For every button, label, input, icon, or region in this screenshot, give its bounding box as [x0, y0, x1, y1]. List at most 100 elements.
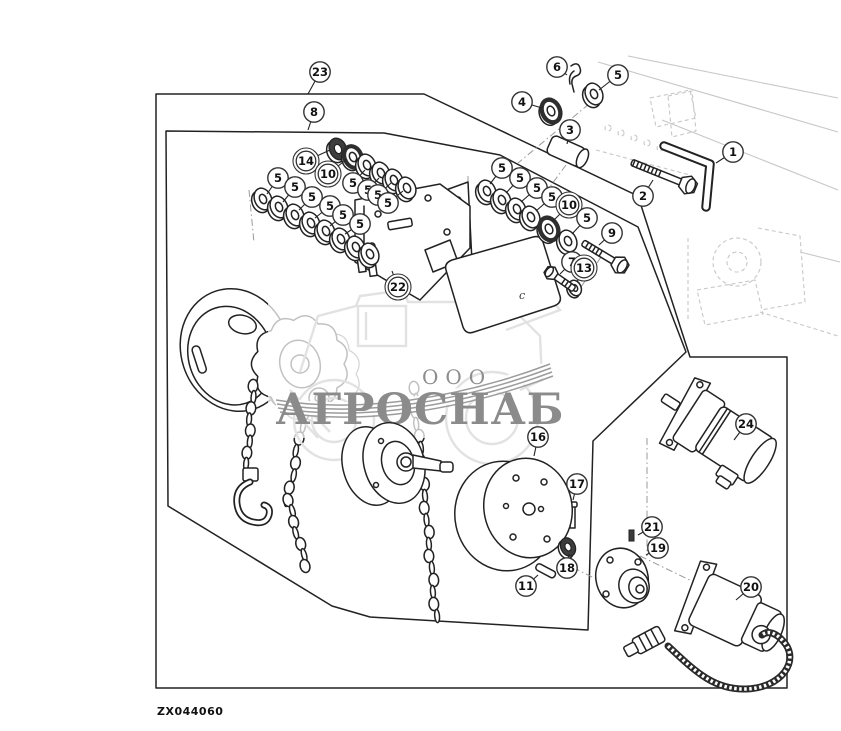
electric-motor-20	[673, 560, 786, 652]
callout-22[interactable]: 22	[384, 270, 412, 301]
callout-number: 13	[576, 261, 592, 275]
callout-number: 6	[553, 60, 561, 74]
cotter-pin	[568, 63, 582, 93]
callout-18[interactable]: 18	[556, 553, 578, 579]
callout-number: 20	[743, 580, 759, 594]
callout-number: 17	[569, 477, 585, 491]
callout-number: 5	[308, 190, 316, 204]
callout-number: 5	[291, 180, 299, 194]
callout-20[interactable]: 20	[735, 576, 762, 601]
callout-number: 10	[561, 198, 577, 212]
callout-5[interactable]: 5	[571, 207, 598, 235]
callout-number: 1	[729, 145, 737, 159]
callout-5[interactable]: 5	[598, 64, 629, 91]
washer	[581, 82, 604, 109]
callout-5[interactable]: 5	[298, 186, 323, 211]
frames	[155, 93, 788, 689]
pin-11	[535, 563, 557, 579]
callout-number: 19	[650, 541, 666, 555]
cable-connector	[623, 625, 666, 658]
callout-number: 16	[530, 430, 546, 444]
winch-drum	[454, 457, 574, 572]
callout-16[interactable]: 16	[527, 426, 549, 457]
spacer-cylinder	[546, 135, 590, 169]
callout-number: 10	[320, 167, 336, 181]
washer	[538, 97, 563, 127]
callout-1[interactable]: 1	[715, 141, 744, 164]
washer	[325, 137, 348, 164]
callout-3[interactable]: 3	[559, 119, 581, 145]
callout-14[interactable]: 14	[292, 147, 331, 175]
watermark-name: АГРОСНАБ	[275, 385, 564, 435]
pin-21	[628, 529, 635, 542]
callout-number: 5	[374, 188, 382, 202]
callout-number: 2	[639, 189, 647, 203]
callout-5[interactable]: 5	[266, 167, 289, 195]
callout-number: 5	[583, 211, 591, 225]
callout-number: 5	[356, 217, 364, 231]
callout-number: 5	[349, 176, 357, 190]
callout-5[interactable]: 5	[329, 204, 354, 227]
callout-10[interactable]: 10	[314, 158, 348, 188]
hub-flange-19	[594, 547, 650, 609]
callout-24[interactable]: 24	[733, 413, 757, 441]
callout-number: 5	[326, 199, 334, 213]
inner-frame	[165, 130, 687, 631]
callout-5[interactable]: 5	[377, 190, 404, 214]
callout-number: 22	[390, 280, 406, 294]
callout-number: 18	[559, 561, 575, 575]
callout-number: 9	[608, 226, 616, 240]
callout-8[interactable]: 8	[303, 101, 325, 131]
callout-10[interactable]: 10	[552, 191, 583, 222]
bolt	[543, 265, 576, 292]
callout-number: 4	[518, 95, 526, 109]
callout-4[interactable]: 4	[511, 91, 543, 113]
callout-6[interactable]: 6	[546, 56, 568, 78]
hub-assembly	[341, 421, 454, 506]
section-marker: c	[519, 289, 525, 302]
cover-plate	[424, 235, 562, 334]
callout-number: 5	[533, 181, 541, 195]
callout-21[interactable]: 21	[637, 516, 663, 538]
callout-number: 5	[548, 190, 556, 204]
callout-5[interactable]: 5	[282, 176, 306, 203]
swoosh-lines	[275, 363, 554, 418]
washer	[557, 537, 577, 560]
callout-5[interactable]: 5	[489, 157, 513, 185]
washer	[536, 215, 561, 245]
callout-number: 5	[274, 171, 282, 185]
callout-11[interactable]: 11	[515, 574, 539, 597]
callout-layer: 2381410555555555565432155551059713221617…	[266, 56, 762, 601]
washer	[394, 176, 417, 203]
washer	[357, 242, 380, 269]
callout-number: 5	[384, 196, 392, 210]
bolt	[630, 159, 699, 195]
callout-number: 3	[566, 123, 574, 137]
callout-number: 23	[312, 65, 328, 79]
callout-number: 5	[498, 161, 506, 175]
reference-machine-art	[595, 55, 841, 337]
callout-number: 11	[518, 579, 534, 593]
callout-number: 5	[364, 183, 372, 197]
callout-number: 5	[516, 171, 524, 185]
callout-9[interactable]: 9	[598, 222, 623, 246]
bent-rod	[659, 141, 715, 212]
motor-cable	[623, 625, 794, 693]
bolt	[581, 239, 630, 274]
callout-number: 14	[298, 154, 314, 168]
callout-number: 5	[614, 68, 622, 82]
washer	[518, 205, 541, 232]
callout-number: 5	[339, 208, 347, 222]
callout-5[interactable]: 5	[344, 213, 371, 235]
callout-19[interactable]: 19	[645, 537, 669, 559]
callout-2[interactable]: 2	[632, 179, 654, 207]
callout-13[interactable]: 13	[570, 254, 598, 283]
callout-5[interactable]: 5	[505, 167, 531, 194]
bolts	[543, 159, 699, 292]
outer-frame	[155, 93, 788, 689]
callout-23[interactable]: 23	[307, 61, 331, 95]
hook	[233, 467, 273, 527]
callout-17[interactable]: 17	[566, 473, 588, 501]
